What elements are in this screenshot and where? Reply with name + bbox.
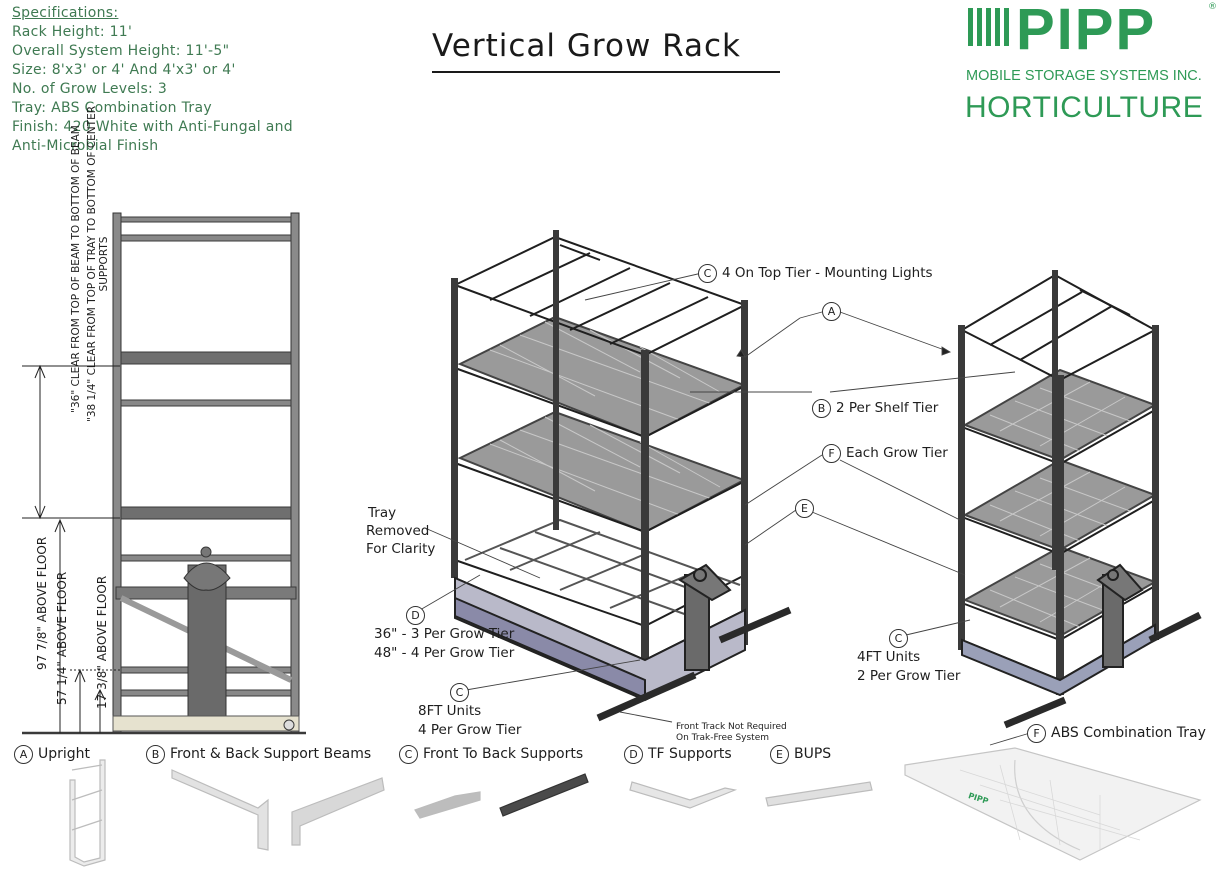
callout-e: E (795, 499, 819, 518)
callout-d: D 36" - 3 Per Grow Tier 48" - 4 Per Grow… (374, 606, 514, 663)
page-title: Vertical Grow Rack (432, 28, 742, 64)
callout-text: 2 Per Shelf Tier (836, 400, 939, 416)
brand-name: PIPP (1016, 0, 1157, 62)
registered-mark: ® (1208, 2, 1217, 12)
track-note: Front Track Not Required On Trak-Free Sy… (676, 722, 787, 744)
callout-line: 4 Per Grow Tier (418, 722, 522, 738)
leader-lines (419, 272, 1031, 746)
spec-line: Overall System Height: 11'-5" (12, 43, 230, 59)
component-thumbnails (69, 747, 1202, 867)
component-label-tray: F ABS Combination Tray (1027, 724, 1206, 743)
callout-letter: F (822, 444, 841, 463)
callout-text: Each Grow Tier (846, 445, 948, 461)
callout-tray-removed: Tray Removed For Clarity (366, 504, 435, 558)
track-note-line: On Trak-Free System (676, 733, 770, 743)
callout-line: 36" - 3 Per Grow Tier (374, 626, 515, 642)
spec-line: Finish: 420 White with Anti-Fungal and (12, 119, 293, 135)
callout-c-8ft: C 8FT Units 4 Per Grow Tier (418, 683, 521, 740)
component-label-beams: B Front & Back Support Beams (146, 745, 371, 764)
component-label-front-to-back: C Front To Back Supports (399, 745, 583, 764)
title-underline (432, 71, 780, 73)
spec-line: Size: 8'x3' or 4' And 4'x3' or 4' (12, 62, 236, 78)
callout-line: Removed (366, 523, 430, 539)
callout-letter: C (450, 683, 469, 702)
dim-17-above-floor: 17 3/8" ABOVE FLOOR (95, 575, 109, 709)
component-letter: C (399, 745, 418, 764)
spec-line: Anti-Microbial Finish (12, 138, 159, 154)
component-name: Upright (38, 746, 91, 762)
callout-c-4ft: C 4FT Units 2 Per Grow Tier (857, 629, 960, 686)
callout-text: 4 On Top Tier - Mounting Lights (722, 265, 933, 281)
dimension-lines (22, 364, 120, 733)
spec-line: No. of Grow Levels: 3 (12, 81, 168, 97)
callout-letter: E (795, 499, 814, 518)
dim-clear-tray: "38 1/4" CLEAR FROM TOP OF TRAY TO BOTTO… (86, 105, 110, 423)
callout-line: For Clarity (366, 541, 436, 557)
dim-57-above-floor: 57 1/4" ABOVE FLOOR (55, 571, 69, 705)
component-letter: E (770, 745, 789, 764)
callout-line: 4FT Units (857, 649, 921, 665)
component-letter: F (1027, 724, 1046, 743)
iso-rack-8ft (451, 230, 792, 722)
component-letter: D (624, 745, 643, 764)
component-label-bups: E BUPS (770, 745, 831, 764)
dim-97-above-floor: 97 7/8" ABOVE FLOOR (35, 536, 49, 670)
spec-line: Rack Height: 11' (12, 24, 133, 40)
callout-line: 48" - 4 Per Grow Tier (374, 645, 515, 661)
callout-letter: C (889, 629, 908, 648)
callout-line: 2 Per Grow Tier (857, 668, 961, 684)
component-name: Front To Back Supports (423, 746, 584, 762)
callout-letter: B (812, 399, 831, 418)
component-name: TF Supports (648, 746, 732, 762)
component-name: Front & Back Support Beams (170, 746, 372, 762)
spec-heading: Specifications: (12, 5, 119, 21)
component-label-tf-supports: D TF Supports (624, 745, 732, 764)
component-letter: B (146, 745, 165, 764)
side-elevation (22, 212, 306, 735)
callout-line: Tray (368, 505, 397, 521)
iso-rack-4ft (958, 270, 1202, 729)
callout-a: A (822, 302, 846, 321)
dim-clear-beam: "36" CLEAR FROM TOP OF BEAM TO BOTTOM OF… (70, 125, 82, 413)
callout-letter: D (406, 606, 425, 625)
callout-letter: C (698, 264, 717, 283)
callout-f: F Each Grow Tier (822, 444, 948, 463)
component-label-upright: A Upright (14, 745, 90, 764)
callout-letter: A (822, 302, 841, 321)
brand-division: HORTICULTURE (965, 91, 1204, 124)
callout-line: 8FT Units (418, 703, 482, 719)
spec-line: Tray: ABS Combination Tray (12, 100, 212, 116)
component-name: BUPS (794, 746, 832, 762)
callout-b: B 2 Per Shelf Tier (812, 399, 938, 418)
component-letter: A (14, 745, 33, 764)
track-note-line: Front Track Not Required (676, 722, 787, 732)
brand-tagline: MOBILE STORAGE SYSTEMS INC. (966, 68, 1202, 84)
brand-logo: PIPP ® MOBILE STORAGE SYSTEMS INC. HORTI… (965, 0, 1217, 126)
logo-stripes (968, 8, 1012, 46)
callout-c-top: C 4 On Top Tier - Mounting Lights (698, 264, 933, 283)
component-name: ABS Combination Tray (1051, 725, 1206, 741)
